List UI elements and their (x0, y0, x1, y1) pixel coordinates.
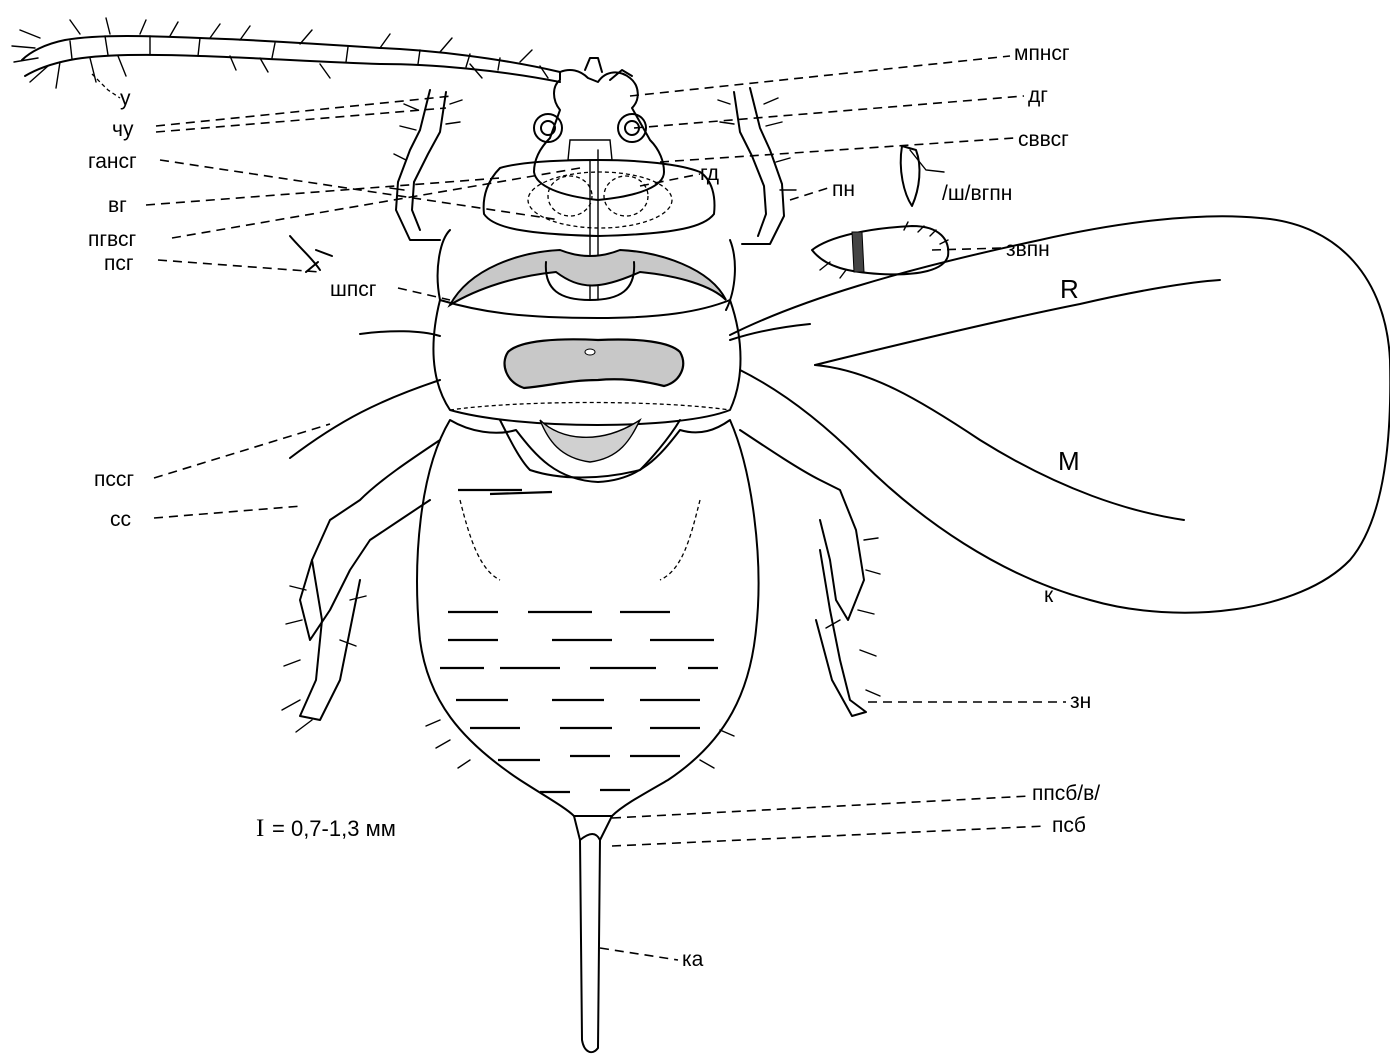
label-gansg: гансг (88, 150, 137, 173)
label-svvsg: сввсг (1018, 128, 1069, 151)
label-pgvsg: пгвсг (88, 228, 136, 251)
label-zvpn: звпн (1006, 238, 1050, 261)
scale-value: = 0,7-1,3 мм (272, 816, 396, 841)
detail-zvpn (812, 222, 948, 278)
label-vg: вг (108, 194, 127, 217)
label-R: R (1060, 274, 1079, 304)
leader-lines (92, 56, 1066, 960)
detail-sh-vgpn (901, 146, 944, 206)
scale-symbol: I (256, 815, 264, 842)
label-sh-vgpn: /ш/вгпн (942, 182, 1012, 205)
antenna (12, 18, 560, 88)
label-k: к (1044, 584, 1054, 607)
scale-note: I = 0,7-1,3 мм (256, 815, 396, 842)
detail-psg (290, 236, 332, 272)
label-shpsg: шпсг (330, 278, 377, 301)
label-zn: зн (1070, 690, 1091, 713)
label-psg: псг (104, 252, 134, 275)
label-psb: псб (1052, 814, 1086, 837)
abdomen (417, 420, 758, 1052)
label-ka: ка (682, 948, 704, 971)
label-ss: сс (110, 508, 131, 531)
label-M: M (1058, 446, 1080, 476)
label-dg: дг (1028, 84, 1048, 107)
label-chu: чу (112, 118, 134, 141)
label-mpnsg: мпнсг (1014, 42, 1070, 65)
label-u: у (120, 87, 131, 110)
legs (282, 88, 880, 732)
label-pn: пн (832, 178, 855, 201)
label-gd: гд (700, 162, 719, 185)
label-pssg: пссг (94, 468, 134, 491)
label-ppsb-v: ппсб/в/ (1032, 782, 1100, 805)
